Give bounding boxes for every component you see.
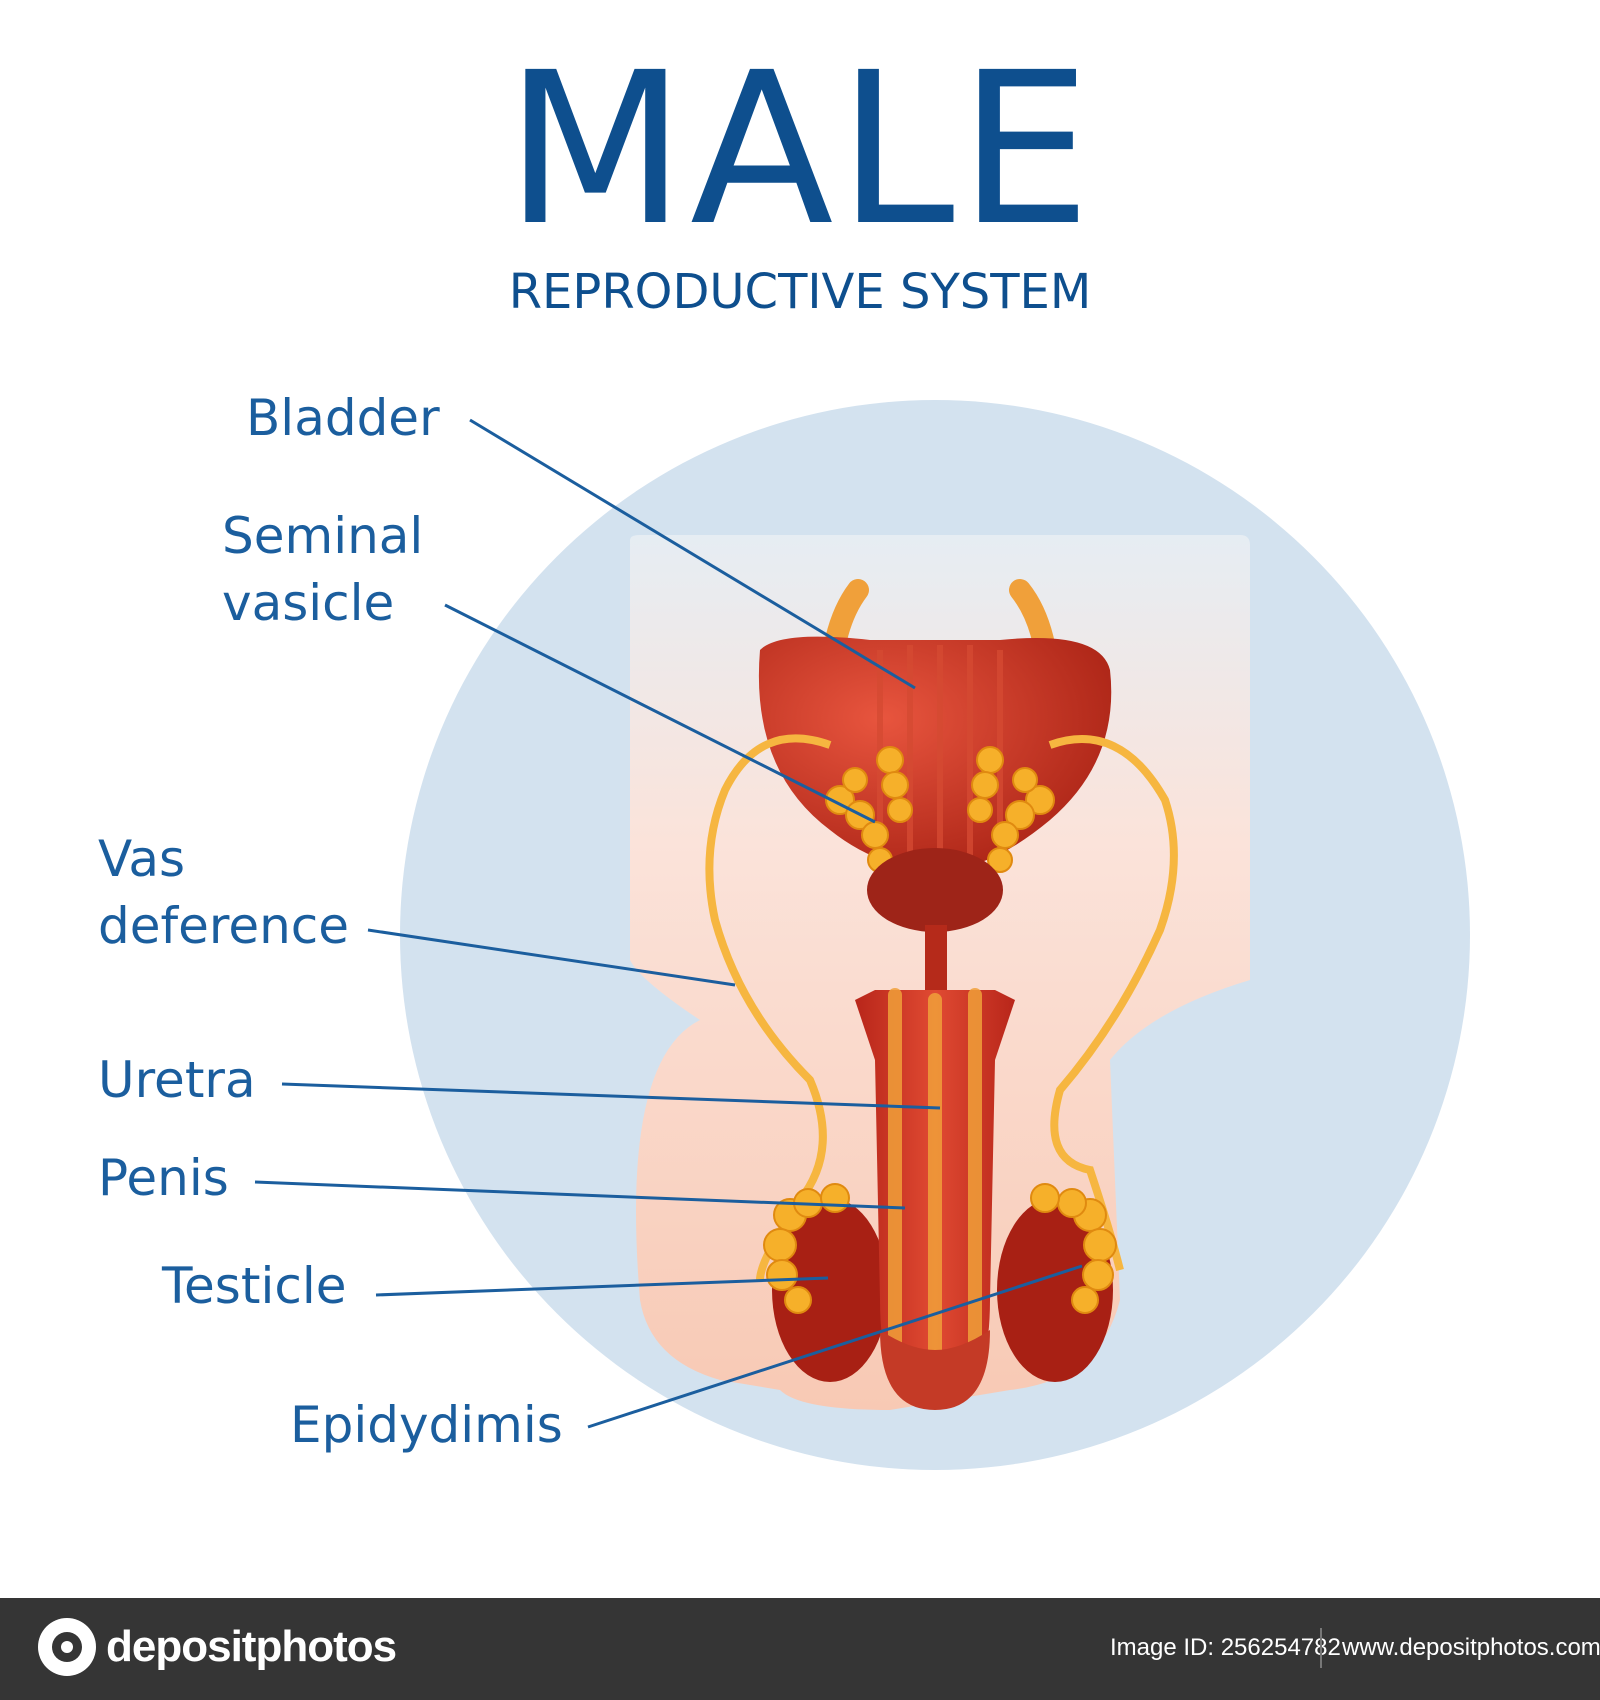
glans (880, 1330, 990, 1410)
label-vas-line2: deference (98, 897, 350, 955)
page-subtitle: REPRODUCTIVE SYSTEM (508, 264, 1092, 320)
label-seminal-line1: Seminal (222, 507, 424, 565)
label-testicle: Testicle (162, 1257, 347, 1315)
footer-brand: depositphotos (106, 1622, 397, 1671)
footer-bar: depositphotos Image ID: 256254782 www.de… (0, 1598, 1600, 1700)
leader-lines (254, 418, 1083, 1429)
prostate (867, 848, 1003, 932)
footer-image-id: Image ID: 256254782 (1110, 1634, 1341, 1661)
label-vas-line1: Vas (98, 830, 186, 888)
depositphotos-logo-icon (38, 1618, 96, 1676)
corpora-lines (888, 988, 982, 1397)
label-epidydimis: Epidydimis (290, 1396, 563, 1454)
label-uretra: Uretra (98, 1051, 256, 1109)
label-penis: Penis (98, 1149, 229, 1207)
anatomy-illustration (254, 400, 1470, 1470)
urethra-neck (925, 925, 947, 1005)
bladder-muscle-lines (877, 645, 1003, 865)
label-seminal-line2: vasicle (222, 574, 395, 632)
label-bladder: Bladder (246, 389, 440, 447)
diagram-canvas: MALE REPRODUCTIVE SYSTEM Bladder Seminal… (98, 27, 1470, 1470)
footer-site-link[interactable]: www.depositphotos.com (1342, 1634, 1600, 1661)
seminal-vesicle-right (967, 746, 1055, 873)
testicle-left (772, 1198, 888, 1382)
vas-deferens-right (1048, 735, 1178, 1271)
footer-separator (1320, 1628, 1322, 1668)
epididymis-right (1030, 1183, 1117, 1314)
page-title: MALE (504, 27, 1096, 272)
